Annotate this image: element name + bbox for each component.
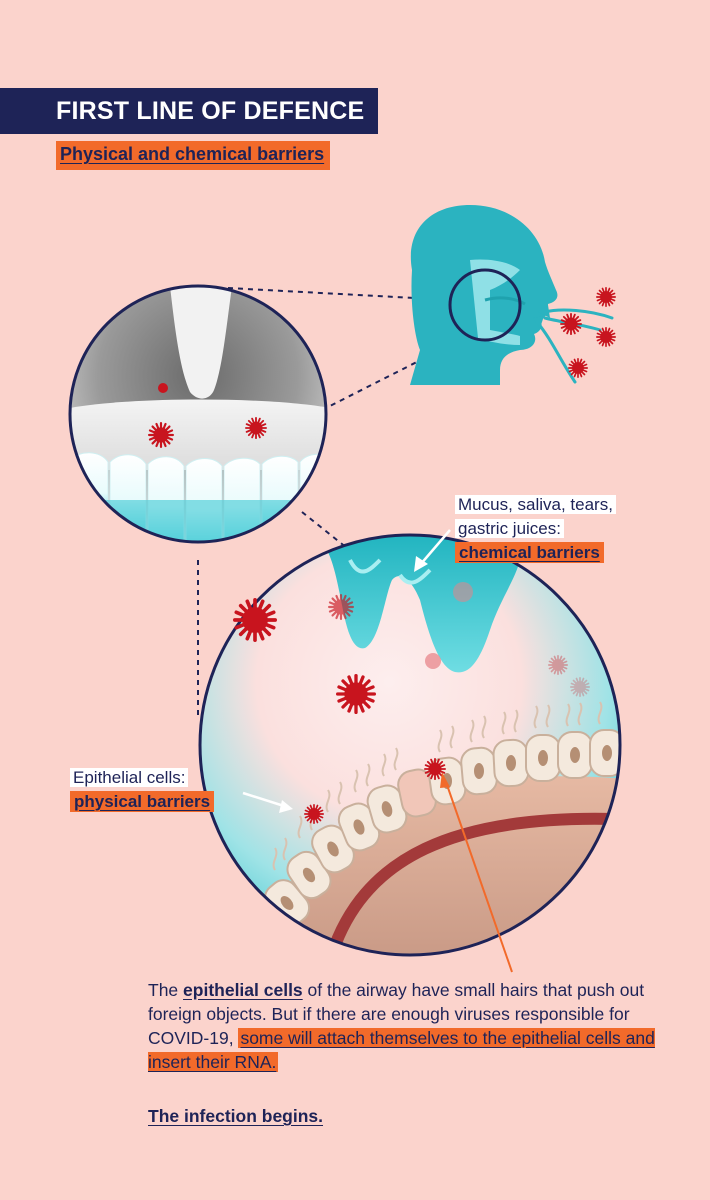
- head-silhouette: [410, 205, 616, 385]
- airway-zoom-circle: [198, 533, 622, 957]
- mouth-zoom-circle: [68, 284, 328, 544]
- paragraph-part-2: of the airway have small hairs that push…: [148, 980, 645, 1048]
- chemical-barriers-label: Mucus, saliva, tears, gastric juices: ch…: [455, 493, 685, 565]
- annotation-arrows: [242, 529, 513, 973]
- infection-begins-text: The infection begins.: [148, 1106, 324, 1126]
- paragraph-part-1: The: [148, 980, 184, 1000]
- explanation-paragraph: The epithelial cells of the airway have …: [148, 978, 668, 1074]
- mucus-label-line1: Mucus, saliva, tears,: [455, 495, 616, 514]
- physical-barriers-highlight: physical barriers: [70, 791, 215, 812]
- chemical-barriers-highlight: chemical barriers: [455, 542, 604, 563]
- physical-barriers-label: Epithelial cells: physical barriers: [70, 766, 250, 814]
- epithelial-cells-term: epithelial cells: [183, 980, 303, 1000]
- page-subtitle: Physical and chemical barriers: [56, 141, 331, 170]
- epithelial-label-text: Epithelial cells:: [70, 768, 189, 787]
- page-title: FIRST LINE OF DEFENCE: [0, 88, 378, 134]
- connector-lines: [197, 287, 481, 720]
- mucus-label-line2: gastric juices:: [455, 519, 564, 538]
